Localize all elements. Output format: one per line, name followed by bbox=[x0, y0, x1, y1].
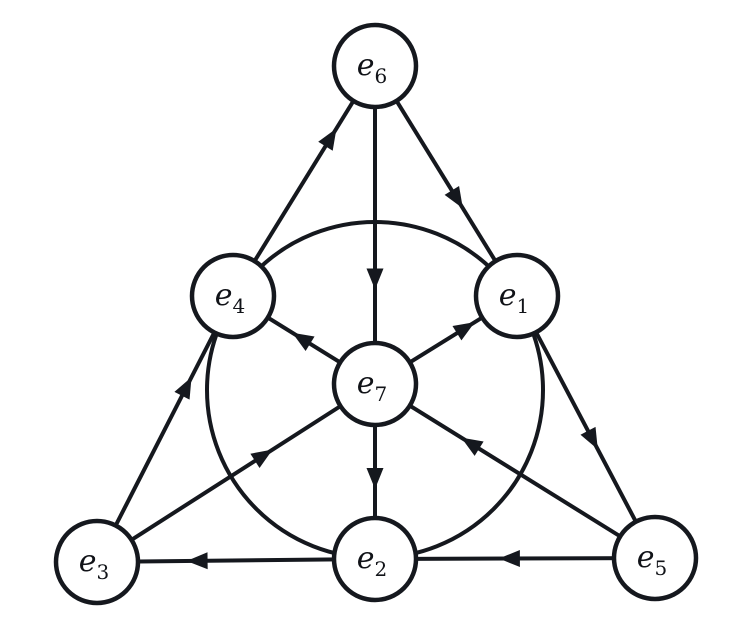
node-label-e7: e7 bbox=[357, 366, 388, 406]
edge-e4-e6 bbox=[231, 64, 377, 298]
edge-e2-e3 bbox=[96, 557, 376, 564]
node-label-e6: e6 bbox=[357, 48, 388, 88]
arrowhead-e5-e2 bbox=[498, 549, 520, 567]
arrowhead-e5-e7 bbox=[461, 437, 484, 456]
arrowhead-e3-e4 bbox=[174, 377, 192, 400]
edge-e5-e7 bbox=[373, 382, 657, 560]
node-label-e1: e1 bbox=[499, 278, 530, 318]
edge-e6-e1 bbox=[373, 64, 519, 298]
node-e5 bbox=[611, 514, 699, 602]
node-e4 bbox=[189, 252, 277, 340]
edge-e1-e5 bbox=[515, 295, 657, 559]
arrowhead-e6-e7 bbox=[366, 268, 384, 290]
node-label-e5: e5 bbox=[637, 540, 668, 580]
edge-e3-e7 bbox=[95, 382, 377, 564]
arrowhead-e7-e4 bbox=[292, 332, 315, 351]
arrowhead-e1-e5 bbox=[580, 426, 598, 450]
arrowhead-e6-e1 bbox=[444, 186, 463, 209]
arrowhead-e7-e2 bbox=[366, 468, 384, 489]
node-e3 bbox=[53, 518, 141, 606]
node-label-e2: e2 bbox=[357, 541, 388, 581]
node-e1 bbox=[473, 252, 561, 340]
node-label-e3: e3 bbox=[79, 544, 110, 584]
node-e6 bbox=[331, 22, 419, 110]
node-e7 bbox=[331, 340, 419, 428]
node-label-e4: e4 bbox=[215, 278, 246, 318]
arrowhead-e2-e3 bbox=[186, 552, 208, 570]
arrowhead-e7-e1 bbox=[452, 322, 475, 341]
node-e2 bbox=[331, 515, 419, 603]
arrowhead-e4-e6 bbox=[318, 128, 337, 151]
edge-e3-e4 bbox=[95, 295, 235, 563]
arrowhead-e3-e7 bbox=[250, 449, 273, 469]
